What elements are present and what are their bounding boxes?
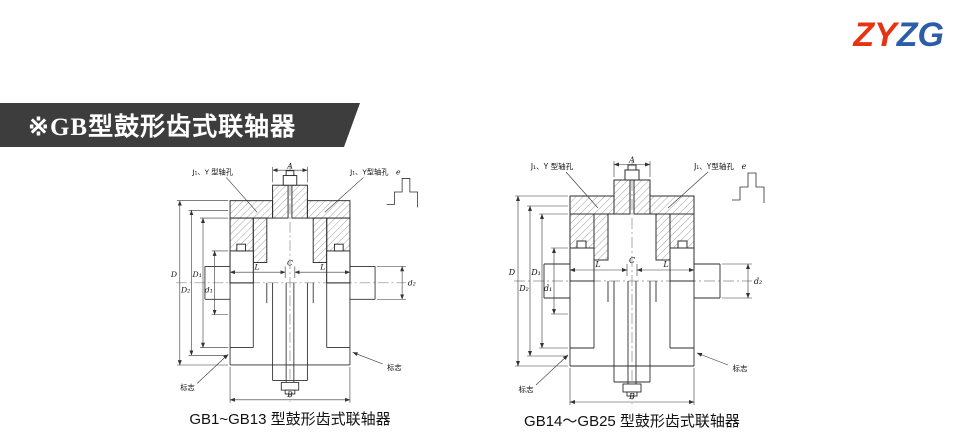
dim-label-d1-small: d₁ bbox=[205, 285, 213, 294]
bore-type-label-right: J₁、Y型轴孔 bbox=[693, 161, 734, 171]
dim-label-d1-cap: D₁ bbox=[192, 270, 202, 279]
shaft-bore-right bbox=[669, 247, 695, 282]
mark-label-left: 标志 bbox=[180, 383, 194, 392]
bore-type-label-right: J₁、Y型轴孔 bbox=[349, 168, 389, 177]
dim-label-d2-small: d₂ bbox=[754, 277, 762, 286]
brand-logo-zg: ZG bbox=[896, 16, 944, 54]
dim-label-l-right: L bbox=[319, 262, 325, 271]
shaft-bore-right bbox=[326, 250, 351, 284]
dim-label-e: e bbox=[742, 162, 747, 171]
technical-drawing-gb1-gb13: A D D₂ D₁ d₁ d₂ L C L B e J₁、Y 型轴孔 J₁、Y型… bbox=[145, 162, 435, 429]
leader-bore-left bbox=[225, 177, 258, 213]
leader-bore-right bbox=[324, 177, 364, 213]
coupling-section-drawing: A D D₂ D₁ d₁ d₂ L C L B e J₁、Y 型轴孔 J₁、Y型… bbox=[508, 156, 765, 405]
dim-label-c: C bbox=[629, 256, 635, 265]
coupling-section-drawing: A D D₂ D₁ d₁ d₂ L C L B e J₁、Y 型轴孔 J₁、Y型… bbox=[170, 162, 418, 403]
section-geometry bbox=[543, 164, 765, 397]
flange-bolt bbox=[624, 169, 640, 181]
drawing-caption-gb1-gb13: GB1~GB13 型鼓形齿式联轴器 bbox=[189, 410, 391, 428]
flange-bolt bbox=[282, 175, 298, 186]
section-banner: ※GB型鼓形齿式联轴器 bbox=[0, 103, 360, 147]
dim-label-d2-small: d₂ bbox=[408, 279, 416, 288]
dimension-labels: A D D₂ D₁ d₁ d₂ L C L B e J₁、Y 型轴孔 J₁、Y型… bbox=[508, 156, 762, 401]
dim-label-a: A bbox=[286, 162, 293, 170]
bore-type-label-left: J₁、Y 型轴孔 bbox=[530, 161, 574, 171]
drawing-caption-gb14-gb25: GB14～GB25 型鼓形齿式联轴器 bbox=[524, 413, 740, 430]
dim-label-d-outer: D bbox=[170, 270, 177, 279]
leader-mark-right bbox=[352, 352, 383, 365]
dim-label-d2-cap: D₂ bbox=[518, 284, 529, 293]
dim-label-b: B bbox=[286, 390, 293, 399]
brand-logo-zy: ZY bbox=[853, 16, 897, 54]
mark-label-right: 标志 bbox=[733, 363, 748, 373]
dim-label-a: A bbox=[628, 156, 635, 165]
leader-mark-left bbox=[535, 354, 569, 386]
flange-nut bbox=[622, 383, 642, 393]
dim-label-d1-small: d₁ bbox=[544, 284, 552, 293]
dimension-lines bbox=[176, 166, 406, 403]
centerlines bbox=[175, 166, 406, 402]
shaft-bore-left bbox=[569, 247, 595, 282]
dimension-lines bbox=[515, 161, 752, 405]
keyway-profile-detail bbox=[732, 172, 765, 203]
brand-logo: ZYZG bbox=[853, 18, 944, 52]
dim-label-c: C bbox=[287, 258, 293, 267]
bore-type-label-left: J₁、Y 型轴孔 bbox=[191, 168, 233, 177]
shaft-bore-left bbox=[229, 250, 254, 284]
leader-bore-left bbox=[565, 171, 599, 209]
section-title: ※GB型鼓形齿式联轴器 bbox=[28, 114, 297, 141]
dim-label-d2-cap: D₂ bbox=[180, 285, 190, 294]
dim-label-d-outer: D bbox=[508, 268, 516, 277]
keyway-profile-detail bbox=[386, 178, 418, 208]
dim-label-e: e bbox=[396, 168, 401, 177]
dim-label-l-right: L bbox=[662, 260, 668, 269]
mark-label-right: 标志 bbox=[387, 363, 401, 372]
technical-drawing-gb14-gb25: A D D₂ D₁ d₁ d₂ L C L B e J₁、Y 型轴孔 J₁、Y型… bbox=[482, 156, 782, 431]
dim-label-d1-cap: D₁ bbox=[530, 268, 541, 277]
dim-label-l-left: L bbox=[594, 260, 600, 269]
leader-bore-right bbox=[667, 171, 709, 209]
dimension-labels: A D D₂ D₁ d₁ d₂ L C L B e J₁、Y 型轴孔 J₁、Y型… bbox=[170, 162, 416, 399]
section-geometry bbox=[204, 170, 418, 395]
dim-label-l-left: L bbox=[254, 262, 260, 271]
dim-label-b: B bbox=[628, 392, 635, 401]
mark-label-left: 标志 bbox=[519, 384, 534, 394]
leader-mark-right bbox=[696, 352, 729, 366]
centerlines bbox=[514, 161, 752, 404]
leader-mark-left bbox=[197, 354, 229, 384]
